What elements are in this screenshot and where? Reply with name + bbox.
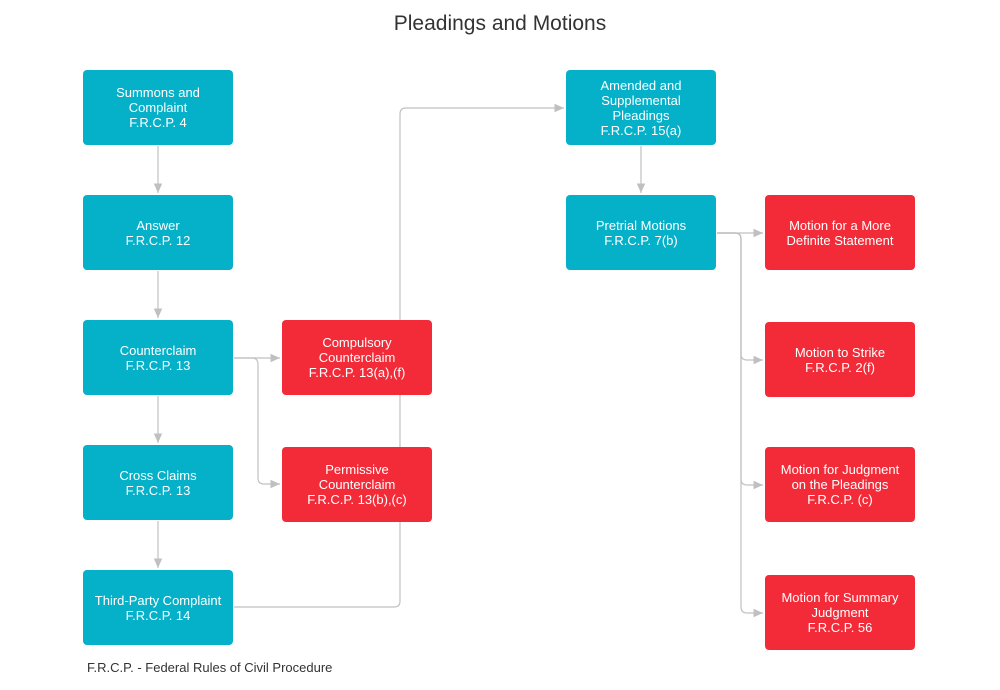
node-cross-claims: Cross Claims F.R.C.P. 13 [83, 445, 233, 520]
node-rule: F.R.C.P. 13(a),(f) [308, 365, 406, 380]
node-rule: F.R.C.P. 56 [807, 620, 873, 635]
node-label: on the Pleadings [791, 477, 889, 492]
node-rule: F.R.C.P. 13 [125, 357, 191, 373]
node-permissive-counterclaim: Permissive Counterclaim F.R.C.P. 13(b),(… [282, 447, 432, 522]
node-motion-to-strike: Motion to Strike F.R.C.P. 2(f) [765, 322, 915, 397]
node-label: Answer [136, 217, 180, 233]
node-label: Counterclaim [318, 477, 396, 492]
node-rule: F.R.C.P. 13 [125, 482, 191, 498]
node-motion-summary-judgment: Motion for Summary Judgment F.R.C.P. 56 [765, 575, 915, 650]
node-rule: F.R.C.P. 15(a) [600, 122, 682, 138]
node-pretrial-motions: Pretrial Motions F.R.C.P. 7(b) [566, 195, 716, 270]
node-label: Motion for a More [789, 217, 891, 233]
node-label: Judgment [811, 605, 869, 620]
diagram-title: Pleadings and Motions [393, 12, 607, 35]
node-counterclaim: Counterclaim F.R.C.P. 13 [83, 320, 233, 395]
node-label: Definite Statement [786, 232, 894, 248]
node-label: Motion for Summary [781, 590, 899, 605]
node-rule: F.R.C.P. 14 [125, 607, 191, 623]
footnote: F.R.C.P. - Federal Rules of Civil Proced… [87, 660, 333, 675]
node-label: Pleadings [612, 107, 670, 123]
node-summons-and-complaint: Summons and Complaint F.R.C.P. 4 [83, 70, 233, 145]
node-label: Pretrial Motions [595, 217, 687, 233]
node-label: Supplemental [601, 92, 681, 108]
node-rule: F.R.C.P. 12 [125, 232, 191, 248]
node-label: Cross Claims [119, 467, 197, 483]
edge-counterclaim-permissive [234, 357, 280, 489]
node-rule: F.R.C.P. 13(b),(c) [307, 492, 407, 507]
node-compulsory-counterclaim: Compulsory Counterclaim F.R.C.P. 13(a),(… [282, 320, 432, 395]
node-label: Motion for Judgment [780, 462, 900, 477]
node-motion-judgment-on-pleadings: Motion for Judgment on the Pleadings F.R… [765, 447, 915, 522]
node-third-party-complaint: Third-Party Complaint F.R.C.P. 14 [83, 570, 233, 645]
node-rule: F.R.C.P. 4 [129, 115, 187, 130]
node-label: Complaint [128, 100, 188, 115]
node-label: Permissive [325, 462, 389, 477]
node-label: Motion to Strike [794, 344, 886, 360]
node-amended-supplemental-pleadings: Amended and Supplemental Pleadings F.R.C… [566, 70, 716, 145]
node-rule: F.R.C.P. (c) [807, 492, 873, 507]
node-answer: Answer F.R.C.P. 12 [83, 195, 233, 270]
node-label: Summons and [116, 85, 200, 100]
node-label: Counterclaim [119, 342, 197, 358]
edge-pretrial-judgmentpleadings [717, 232, 763, 490]
node-motion-more-definite-statement: Motion for a More Definite Statement [765, 195, 915, 270]
edge-pretrial-summaryjudgment [717, 232, 763, 618]
node-label: Compulsory [322, 335, 392, 350]
node-label: Counterclaim [318, 350, 396, 365]
node-label: Amended and [600, 77, 682, 93]
node-label: Third-Party Complaint [94, 592, 222, 608]
edge-pretrial-strike [717, 232, 763, 365]
node-rule: F.R.C.P. 2(f) [805, 359, 875, 375]
node-rule: F.R.C.P. 7(b) [604, 232, 678, 248]
